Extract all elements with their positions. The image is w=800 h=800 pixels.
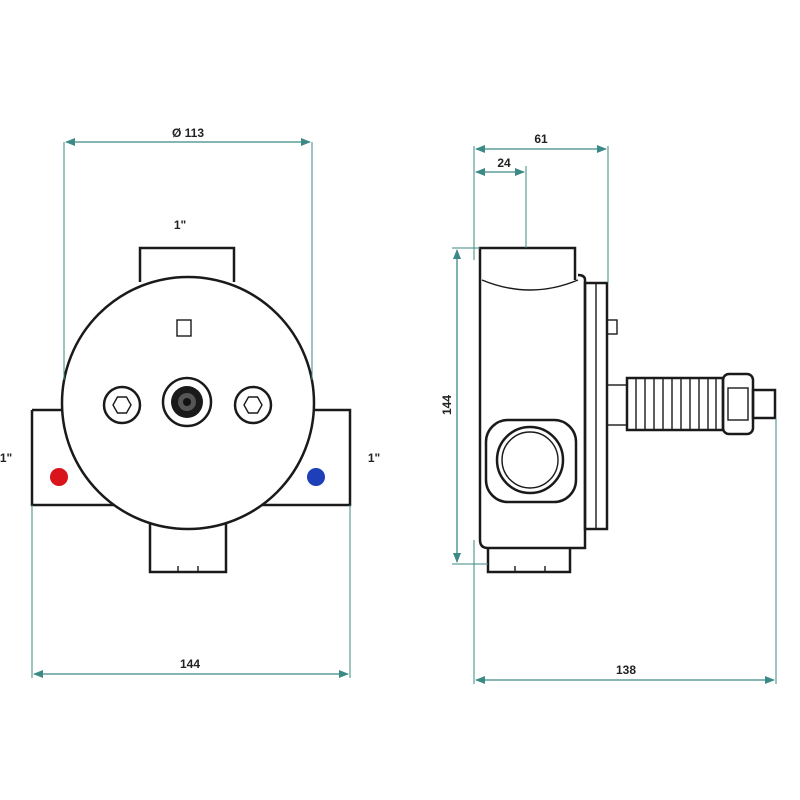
depth-partial-label: 24 (497, 156, 511, 170)
height-label: 144 (440, 395, 454, 415)
left-connection-label: 1" (0, 451, 12, 465)
right-connection-label: 1" (368, 451, 380, 465)
front-bottom-stub (148, 520, 228, 574)
front-top-stub (138, 246, 236, 282)
side-main-body (478, 273, 587, 550)
side-top-stub (478, 246, 577, 280)
side-bottom-stub (486, 548, 572, 574)
right-hex-screw (233, 385, 273, 425)
square-marker (176, 319, 192, 337)
diameter-label: Ø 113 (172, 126, 204, 140)
hot-indicator (50, 468, 68, 486)
left-hex-screw (102, 385, 142, 425)
side-view: 61 24 144 138 (440, 132, 777, 684)
front-view: Ø 113 1" 1" 1" 144 (0, 126, 380, 678)
side-bottom-detail (514, 566, 546, 572)
top-connection-label: 1" (174, 218, 186, 232)
front-bottom-stub-detail (177, 566, 199, 572)
central-spindle (161, 376, 213, 428)
length-label: 138 (616, 663, 636, 677)
ribbed-spindle (606, 372, 777, 436)
side-outlet-port (484, 418, 578, 504)
side-top-curve (481, 279, 579, 291)
cold-indicator (307, 468, 325, 486)
plate-tab (606, 319, 618, 335)
depth-total-label: 61 (534, 132, 548, 146)
width-label: 144 (180, 657, 200, 671)
